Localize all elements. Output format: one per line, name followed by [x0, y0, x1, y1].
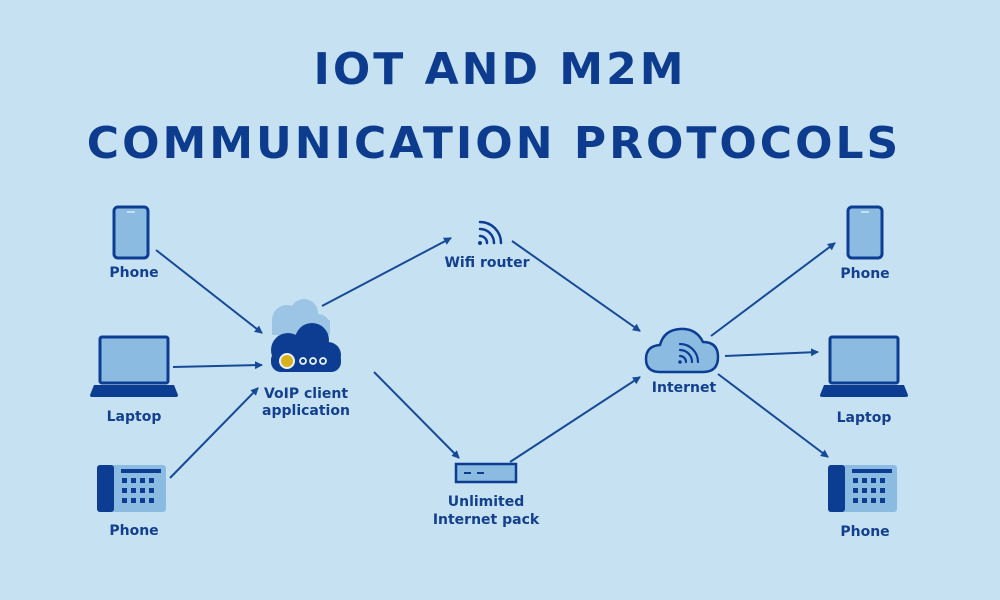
left-deskphone: Phone [97, 465, 166, 539]
pack-label-line-2: Internet pack [433, 512, 540, 528]
arrow-internet-to-deskphone [717, 373, 829, 458]
left-phone-label: Phone [109, 265, 158, 281]
wifi-icon [478, 220, 503, 245]
title-line-2: COMMUNICATION PROTOCOLS [87, 118, 901, 169]
desk-phone-icon [97, 465, 166, 512]
wifi-label: Wifi router [444, 255, 529, 271]
wifi-router: Wifi router [444, 220, 530, 271]
left-laptop: Laptop [88, 335, 180, 425]
desk-phone-icon [828, 465, 897, 512]
arrow-laptop-to-voip [172, 361, 263, 370]
laptop-icon [818, 335, 910, 399]
left-phone: Phone [109, 205, 159, 281]
title-line-1: IOT AND M2M [313, 44, 686, 95]
right-phone: Phone [840, 205, 890, 282]
pack-label-line-1: Unlimited [448, 494, 525, 510]
modem-icon [454, 462, 518, 484]
right-laptop: Laptop [818, 335, 910, 426]
arrow-pack-to-internet [509, 376, 641, 463]
right-deskphone: Phone [828, 465, 897, 540]
laptop-icon [88, 335, 180, 399]
left-laptop-label: Laptop [107, 409, 162, 425]
right-laptop-label: Laptop [837, 410, 892, 426]
right-deskphone-label: Phone [840, 524, 889, 540]
voip-label-line-2: application [262, 403, 350, 419]
arrow-internet-to-phone [710, 242, 836, 337]
arrow-phone-to-voip [155, 249, 263, 334]
arrow-wifi-to-internet [511, 240, 641, 332]
smartphone-icon [112, 205, 150, 260]
arrow-voip-to-wifi [321, 237, 452, 307]
cloud-wifi-icon [644, 327, 720, 374]
voip-label-line-1: VoIP client [264, 386, 348, 402]
arrow-internet-to-laptop [724, 348, 819, 357]
left-deskphone-label: Phone [109, 523, 158, 539]
arrow-deskphone-to-voip [169, 387, 259, 479]
cloud-voip-icon [271, 299, 341, 372]
connection-arrows [155, 237, 836, 479]
arrow-voip-to-pack [373, 371, 460, 459]
internet-label: Internet [652, 380, 717, 396]
right-phone-label: Phone [840, 266, 889, 282]
voip-client: VoIP client application [262, 299, 350, 419]
smartphone-icon [846, 205, 884, 260]
internet: Internet [644, 327, 720, 396]
internet-pack: Unlimited Internet pack [433, 462, 540, 528]
